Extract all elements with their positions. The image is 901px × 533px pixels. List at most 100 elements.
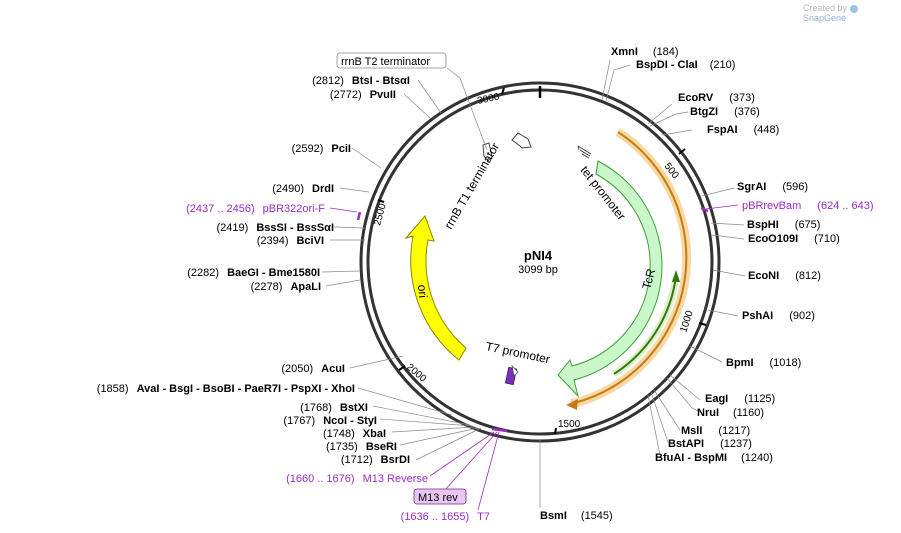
site-btgzi-pos: (376) bbox=[734, 106, 760, 118]
site-bsrdi-pos: (1712) bbox=[341, 454, 373, 466]
site-bsmi-pos: (1545) bbox=[581, 510, 613, 522]
site-bsphi[interactable]: BspHI (675) bbox=[747, 219, 820, 231]
m13-rev-box-label: M13 rev bbox=[418, 492, 458, 504]
orf-green-line bbox=[613, 275, 677, 375]
site-bsrdi-name: BsrDI bbox=[381, 454, 410, 466]
tick-label-1500: 1500 bbox=[558, 419, 581, 430]
site-bcivi[interactable]: (2394)BciVI bbox=[257, 235, 324, 247]
site-ecoo109i-name: EcoO109I bbox=[748, 233, 798, 245]
site-xbai-pos: (1748) bbox=[323, 428, 355, 440]
site-bseri[interactable]: (1735)BseRI bbox=[326, 441, 397, 453]
site-pshai-pos: (902) bbox=[789, 310, 815, 322]
site-bstapi-pos: (1237) bbox=[720, 438, 752, 450]
site-ncoi-styi[interactable]: (1767)NcoI - StyI bbox=[283, 415, 377, 427]
site-econi-pos: (812) bbox=[795, 270, 821, 282]
site-btsi-name: BtsI - BtsαI bbox=[352, 75, 410, 87]
site-btsi[interactable]: (2812)BtsI - BtsαI bbox=[312, 75, 410, 87]
site-eagi-name: EagI bbox=[705, 393, 728, 405]
site-drdi-pos: (2490) bbox=[272, 183, 304, 195]
site-bspdi-clai[interactable]: BspDI - ClaI(210) bbox=[636, 59, 735, 71]
primer-t7-range: (1636 .. 1655) bbox=[401, 511, 470, 523]
site-ecorv-pos: (373) bbox=[729, 92, 755, 104]
site-xmni[interactable]: XmnI(184) bbox=[611, 46, 679, 58]
site-bfuai-bspmi-pos: (1240) bbox=[741, 452, 773, 464]
site-acui[interactable]: (2050)AcuI bbox=[281, 363, 345, 375]
primer-pbr322ori-name: pBR322ori-F bbox=[263, 203, 326, 215]
site-xbai[interactable]: (1748) XbaI bbox=[323, 428, 386, 440]
m13-rev-box[interactable] bbox=[413, 488, 467, 505]
rrnb-t2-label: rrnB T2 terminator bbox=[341, 56, 430, 68]
primer-m13-reverse-label[interactable]: (1660 .. 1676)M13 Reverse bbox=[286, 473, 428, 485]
site-apali[interactable]: (2278) ApaLI bbox=[251, 281, 321, 293]
site-avai-group-pos: (1858) bbox=[97, 383, 129, 395]
site-fspai[interactable]: FspAI(448) bbox=[707, 124, 779, 136]
primer-t7-label[interactable]: (1636 .. 1655) T7 bbox=[401, 511, 490, 523]
site-drdi[interactable]: (2490) DrdI bbox=[272, 183, 334, 195]
primer-t7-name: T7 bbox=[477, 511, 490, 523]
orf-orange-arrowhead bbox=[566, 399, 578, 410]
site-bsssi[interactable]: (2419)BssSI - BssSαI bbox=[217, 222, 334, 234]
primer-pbrrev-name: pBRrevBam bbox=[742, 200, 801, 212]
site-pshai-name: PshAI bbox=[742, 310, 773, 322]
orf-green-arrowhead bbox=[672, 270, 680, 282]
site-baegi[interactable]: (2282)BaeGI - Bme1580I bbox=[187, 267, 320, 279]
tet-promoter-icon bbox=[577, 145, 592, 159]
site-ecoo109i[interactable]: EcoO109I(710) bbox=[748, 233, 840, 245]
primer-pbr322ori-label[interactable]: (2437 .. 2456)pBR322ori-F bbox=[186, 203, 325, 215]
site-avai-group[interactable]: (1858)AvaI - BsgI - BsoBI - PaeR7I - Psp… bbox=[97, 383, 355, 395]
feature-tcr-arrow[interactable] bbox=[557, 160, 663, 398]
site-bsmi-name: BsmI bbox=[540, 510, 567, 522]
primer-pbrrev-label[interactable]: pBRrevBam (624 .. 643) bbox=[742, 200, 874, 212]
feature-rrnb-t2-arrow[interactable] bbox=[482, 142, 493, 162]
site-nrui[interactable]: NruI(1160) bbox=[697, 407, 764, 419]
feature-label-t7-promoter: T7 promoter bbox=[484, 339, 551, 366]
site-pvuii[interactable]: (2772)PvuII bbox=[330, 89, 396, 101]
site-drdi-name: DrdI bbox=[312, 183, 334, 195]
site-fspai-pos: (448) bbox=[754, 124, 780, 136]
site-pshai[interactable]: PshAI (902) bbox=[742, 310, 815, 322]
site-bpmi[interactable]: BpmI(1018) bbox=[726, 357, 801, 369]
site-bsphi-name: BspHI bbox=[747, 219, 779, 231]
snapgene-logo-icon bbox=[849, 4, 858, 13]
tick-3000 bbox=[501, 87, 505, 95]
site-baegi-name: BaeGI - Bme1580I bbox=[227, 267, 320, 279]
site-msli[interactable]: MslI(1217) bbox=[681, 425, 750, 437]
site-bseri-pos: (1735) bbox=[326, 441, 358, 453]
site-bsrdi[interactable]: (1712) BsrDI bbox=[341, 454, 410, 466]
snapgene-credit[interactable]: Created by SnapGene bbox=[803, 3, 901, 23]
site-bstxi-pos: (1768) bbox=[300, 402, 332, 414]
site-bsphi-pos: (675) bbox=[795, 219, 821, 231]
primer-m13-reverse-name: M13 Reverse bbox=[363, 473, 428, 485]
site-bfuai-bspmi-name: BfuAI - BspMI bbox=[655, 452, 727, 464]
rrnb-t2-label-box[interactable] bbox=[336, 52, 447, 69]
tick-2500 bbox=[377, 199, 385, 203]
site-sgrai[interactable]: SgrAI(596) bbox=[737, 181, 808, 193]
site-apali-pos: (2278) bbox=[251, 281, 283, 293]
site-sgrai-pos: (596) bbox=[782, 181, 808, 193]
site-xmni-name: XmnI bbox=[611, 46, 638, 58]
site-econi[interactable]: EcoNI(812) bbox=[748, 270, 821, 282]
credit-brand: SnapGene bbox=[803, 13, 847, 23]
site-bsmi[interactable]: BsmI (1545) bbox=[540, 510, 613, 522]
left-connectors bbox=[321, 79, 500, 511]
site-acui-pos: (2050) bbox=[281, 363, 313, 375]
feature-ori-arrow[interactable] bbox=[404, 215, 467, 361]
feature-rrnb-t1-arrow[interactable] bbox=[511, 132, 532, 149]
site-pcii[interactable]: (2592)PciI bbox=[292, 143, 351, 155]
site-apali-name: ApaLI bbox=[290, 281, 321, 293]
site-ecorv[interactable]: EcoRV(373) bbox=[678, 92, 755, 104]
credit-text: Created by bbox=[803, 3, 848, 13]
site-bstxi[interactable]: (1768) BstXI bbox=[300, 402, 368, 414]
tick-1000 bbox=[698, 322, 707, 326]
site-ncoi-styi-pos: (1767) bbox=[283, 415, 315, 427]
site-btgzi[interactable]: BtgZI(376) bbox=[690, 106, 760, 118]
primer-pbrrev-range: (624 .. 643) bbox=[817, 200, 873, 212]
site-bstapi[interactable]: BstAPI(1237) bbox=[668, 438, 752, 450]
primer-pbrrev-marker bbox=[700, 206, 709, 213]
site-eagi[interactable]: EagI(1125) bbox=[705, 393, 775, 405]
site-xbai-name: XbaI bbox=[363, 428, 386, 440]
site-bfuai-bspmi[interactable]: BfuAI - BspMI (1240) bbox=[655, 452, 773, 464]
t7-promoter-arrow-icon bbox=[511, 365, 519, 377]
site-bstxi-name: BstXI bbox=[340, 402, 368, 414]
